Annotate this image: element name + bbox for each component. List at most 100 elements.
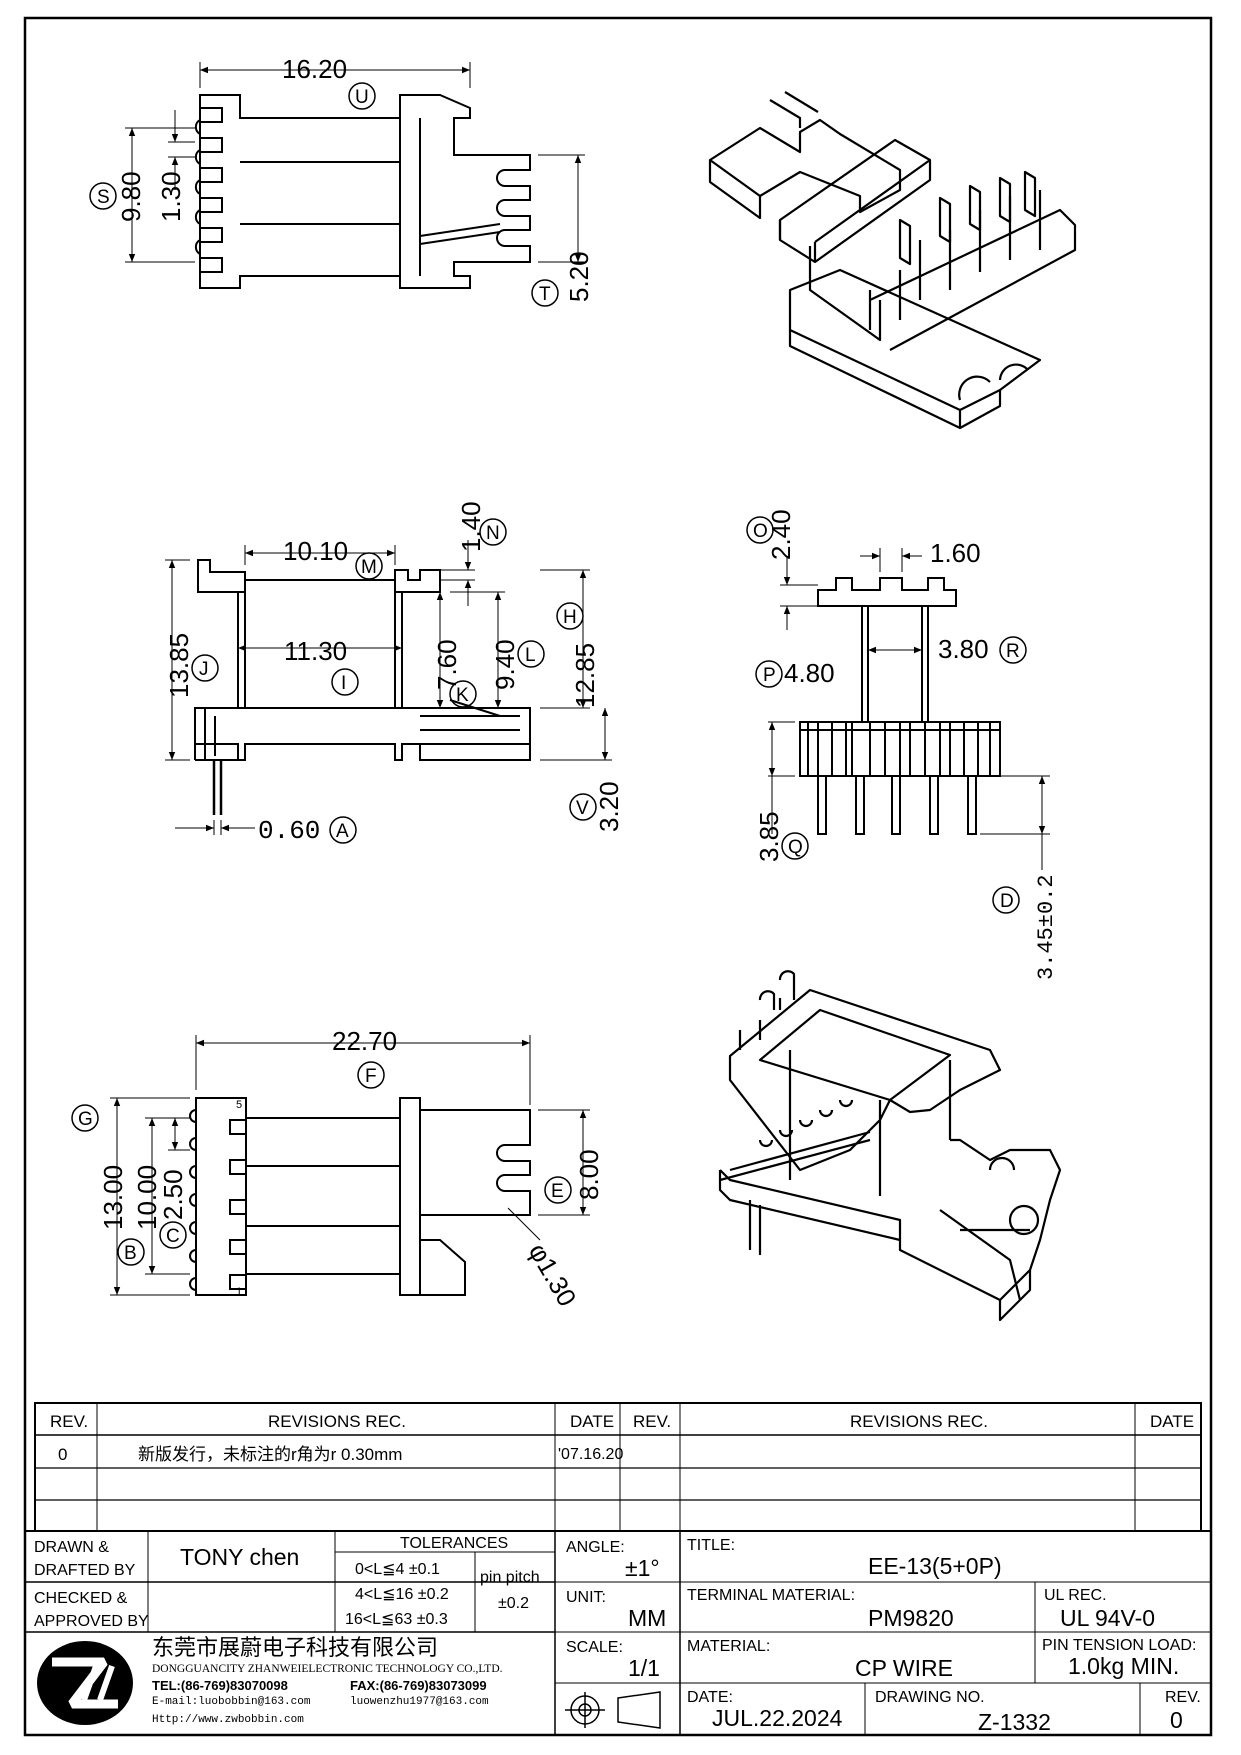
pin-number-last: 5	[236, 1099, 242, 1111]
dim-p: 4.80	[784, 658, 835, 688]
svg-text:4<L≦16 ±0.2: 4<L≦16 ±0.2	[355, 1586, 449, 1603]
drawn-by-name: TONY chen	[180, 1544, 299, 1570]
isometric-view-top	[708, 91, 1077, 430]
svg-text:PIN TENSION LOAD:: PIN TENSION LOAD:	[1042, 1637, 1196, 1654]
top-view	[125, 62, 585, 289]
drawing-number-value: Z-1332	[978, 1709, 1051, 1735]
bottom-view	[110, 1035, 590, 1296]
dim-r: 3.80	[938, 634, 989, 664]
side-view-labels: 2.40 O 1.60 3.80 R P 4.80 3.85 Q D 3.45±…	[746, 509, 1059, 980]
svg-text:A: A	[336, 821, 349, 842]
tag-s: S	[97, 187, 110, 208]
terminal-material-value: PM9820	[868, 1605, 954, 1631]
dim-o: 2.40	[766, 509, 796, 560]
svg-text:E: E	[551, 1181, 564, 1202]
date-value: JUL.22.2024	[712, 1705, 843, 1731]
dim-h: 12.85	[570, 643, 600, 708]
svg-text:REV.: REV.	[1165, 1689, 1201, 1706]
svg-text:TITLE:: TITLE:	[687, 1537, 735, 1554]
svg-text:F: F	[365, 1066, 377, 1087]
dim-gap: 1.60	[930, 538, 981, 568]
svg-text:UL REC.: UL REC.	[1044, 1587, 1107, 1604]
company-fax: FAX:(86-769)83073099	[350, 1678, 487, 1693]
svg-text:16<L≦63 ±0.3: 16<L≦63 ±0.3	[345, 1611, 448, 1628]
svg-text:V: V	[576, 798, 589, 819]
dim-m: 10.10	[283, 536, 348, 566]
company-email-2: luowenzhu1977@163.com	[350, 1696, 489, 1708]
front-view	[165, 540, 612, 835]
svg-text:D: D	[1000, 891, 1014, 912]
svg-text:J: J	[199, 659, 209, 680]
svg-text:Q: Q	[788, 837, 803, 858]
dim-width-top: 16.20	[282, 54, 347, 84]
dim-height-top: 9.80	[116, 171, 146, 222]
svg-text:K: K	[456, 685, 469, 706]
svg-text:APPROVED BY: APPROVED BY	[34, 1613, 149, 1630]
dim-b: 10.00	[132, 1165, 162, 1230]
pin-tension-value: 1.0kg MIN.	[1068, 1653, 1179, 1679]
svg-text:REV.: REV.	[633, 1412, 671, 1431]
top-view-outline	[199, 94, 531, 289]
svg-text:O: O	[753, 521, 768, 542]
svg-text:DRAWN &: DRAWN &	[34, 1539, 109, 1556]
svg-text:ANGLE:: ANGLE:	[566, 1539, 625, 1556]
scale-value: 1/1	[628, 1655, 660, 1681]
dim-v: 3.20	[594, 781, 624, 832]
svg-text:TERMINAL MATERIAL:: TERMINAL MATERIAL:	[687, 1587, 855, 1604]
pin-number-first: 1	[236, 1286, 242, 1298]
dim-g: 13.00	[98, 1165, 128, 1230]
svg-text:CHECKED &: CHECKED &	[34, 1590, 128, 1607]
rev-row-1-rec: 新版发行，未标注的r角为r 0.30mm	[138, 1445, 402, 1464]
dim-c: 2.50	[158, 1169, 188, 1220]
rev-row-1-rev: 0	[58, 1445, 67, 1464]
svg-text:M: M	[361, 557, 377, 578]
tag-u: U	[355, 87, 369, 108]
svg-text:C: C	[166, 1226, 180, 1247]
svg-text:DATE: DATE	[570, 1412, 614, 1431]
revision-table-text: REV. REVISIONS REC. DATE REV. REVISIONS …	[50, 1412, 1194, 1464]
svg-text:DATE: DATE	[1150, 1412, 1194, 1431]
svg-text:P: P	[763, 665, 776, 686]
svg-text:pin pitch: pin pitch	[480, 1569, 540, 1586]
company-website: Http://www.zwbobbin.com	[152, 1714, 304, 1726]
material-value: CP WIRE	[855, 1655, 953, 1681]
title-block-text: DRAWN & DRAFTED BY TONY chen CHECKED & A…	[34, 1535, 1201, 1735]
svg-text:±0.2: ±0.2	[498, 1595, 529, 1612]
dim-hole: φ1.30	[523, 1238, 583, 1311]
ul-value: UL 94V-0	[1060, 1605, 1155, 1631]
svg-text:G: G	[78, 1109, 93, 1130]
tag-t: T	[539, 284, 551, 305]
projection-symbol	[565, 1691, 661, 1729]
svg-text:REVISIONS REC.: REVISIONS REC.	[850, 1412, 988, 1431]
side-view	[768, 548, 1050, 870]
company-tel: TEL:(86-769)83070098	[152, 1678, 288, 1693]
company-email-1: E-mail:luobobbin@163.com	[152, 1696, 311, 1708]
revision-table	[34, 1402, 1202, 1532]
title-value: EE-13(5+0P)	[868, 1553, 1002, 1579]
svg-text:SCALE:: SCALE:	[566, 1639, 623, 1656]
svg-text:DATE:: DATE:	[687, 1689, 733, 1706]
svg-text:DRAFTED BY: DRAFTED BY	[34, 1562, 136, 1579]
dim-l: 9.40	[490, 639, 520, 690]
dim-d: 3.45±0.2	[1034, 874, 1059, 980]
svg-text:N: N	[486, 523, 500, 544]
svg-text:I: I	[341, 673, 346, 694]
dim-k: 7.60	[432, 639, 462, 690]
dim-j: 13.85	[164, 633, 194, 698]
svg-text:H: H	[563, 607, 577, 628]
company-name-cn: 东莞市展蔚电子科技有限公司	[152, 1635, 438, 1660]
svg-text:B: B	[124, 1243, 137, 1264]
svg-text:R: R	[1006, 641, 1020, 662]
svg-text:REV.: REV.	[50, 1412, 88, 1431]
isometric-view-bottom	[718, 970, 1062, 1322]
unit-value: MM	[628, 1605, 666, 1631]
rev-row-1-date: '07.16.20	[558, 1446, 623, 1463]
angle-value: ±1°	[625, 1555, 660, 1581]
title-block-grid	[24, 1530, 1212, 1736]
dim-q: 3.85	[754, 811, 784, 862]
dim-slot-top: 5.20	[564, 251, 594, 302]
revision-value: 0	[1170, 1707, 1183, 1733]
dim-e: 8.00	[574, 1149, 604, 1200]
dim-a: 0.60	[258, 816, 320, 846]
